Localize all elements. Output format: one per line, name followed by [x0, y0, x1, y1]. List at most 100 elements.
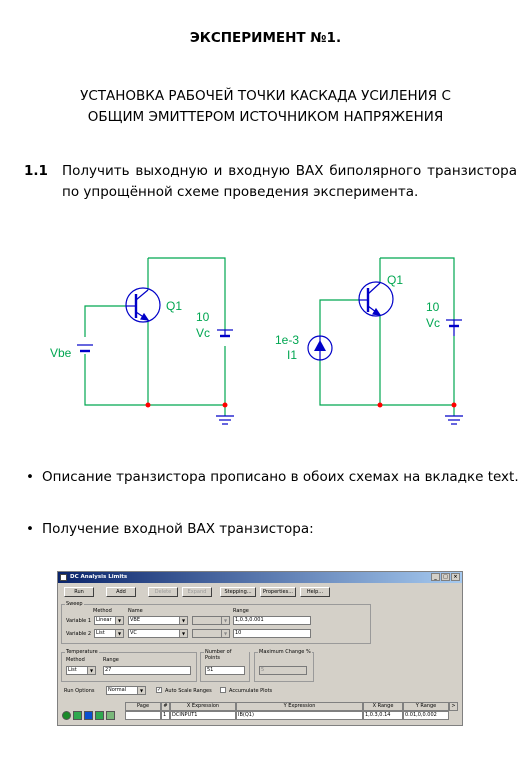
circuit-2-current-value: 1e-3	[275, 333, 299, 347]
chevron-down-icon: ▼	[179, 630, 187, 637]
auto-scale-label: Auto Scale Ranges	[165, 688, 212, 694]
temperature-range-header: Range	[103, 657, 119, 663]
circuit-1-node-2	[222, 402, 228, 408]
temperature-group: Temperature	[61, 649, 197, 682]
column-header-x-expression: X Expression	[170, 702, 236, 711]
variable-2-extra-select[interactable]: ▼	[192, 629, 230, 638]
plot-color-icon[interactable]	[73, 711, 82, 720]
number-of-points-group: Number of Points	[200, 649, 250, 682]
table-cell-number[interactable]: 1	[161, 711, 170, 720]
table-cell-x-range[interactable]: 1,0.3,0.14	[363, 711, 403, 720]
variable-1-method-select[interactable]: Linear▼	[94, 616, 124, 625]
accumulate-plots-label: Accumulate Plots	[229, 688, 273, 694]
chevron-down-icon: ▼	[115, 630, 123, 637]
maximize-button[interactable]: □	[441, 573, 450, 581]
circuit-1-vce-name: Vc	[196, 326, 210, 340]
plot-group-icon[interactable]	[95, 711, 104, 720]
circuit-1-transistor-label: Q1	[166, 299, 182, 313]
variable-2-name-select[interactable]: VC▼	[128, 629, 188, 638]
variable-2-range-field[interactable]: 10	[233, 629, 311, 638]
run-button[interactable]: Run	[64, 587, 94, 597]
subtitle-line-1: УСТАНОВКА РАБОЧЕЙ ТОЧКИ КАСКАДА УСИЛЕНИЯ…	[80, 88, 451, 104]
maximum-change-group: Maximum Change %	[254, 649, 314, 682]
circuit-1-node-1	[145, 402, 151, 408]
add-button[interactable]: Add	[106, 587, 136, 597]
circuit-1-ground-icon	[216, 415, 234, 425]
circuit-2-vce-source	[446, 319, 462, 336]
table-cell-y-range[interactable]: 0.01,0,0.002	[403, 711, 449, 720]
method-header: Method	[93, 608, 112, 614]
chevron-down-icon: ▼	[115, 617, 123, 624]
circuit-2-current-name: I1	[287, 348, 297, 362]
section-1-1: 1.1 Получить выходную и входную ВАХ бипо…	[24, 161, 517, 203]
auto-scale-checkbox[interactable]: ✓	[156, 687, 162, 693]
temperature-method-header: Method	[66, 657, 85, 663]
circuit-1-vce-value: 10	[196, 310, 210, 324]
circuit-2-vce-value: 10	[426, 300, 440, 314]
accumulate-plots-checkbox[interactable]	[220, 687, 226, 693]
circuit-2-wires	[319, 257, 455, 416]
column-header-x-range: X Range	[363, 702, 403, 711]
column-header-y-expression: Y Expression	[236, 702, 363, 711]
chevron-down-icon: ▼	[137, 687, 145, 694]
chevron-down-icon: ▼	[87, 667, 95, 674]
circuit-2-current-source	[307, 335, 333, 361]
name-header: Name	[128, 608, 143, 614]
temperature-range-field[interactable]: 27	[103, 666, 191, 675]
variable-1-label: Variable 1	[66, 618, 92, 624]
chevron-down-icon: ▼	[221, 617, 229, 624]
circuit-2-transistor-symbol	[358, 281, 394, 317]
circuit-diagrams: Q1 10 Vc Vbe	[50, 257, 463, 425]
circuit-2	[307, 257, 463, 425]
circuit-2-node-2	[451, 402, 457, 408]
maximum-change-field[interactable]: 5	[259, 666, 307, 675]
table-cell-x-expression[interactable]: DCINPUT1	[170, 711, 236, 720]
column-scroll-right-icon[interactable]: >	[449, 702, 458, 711]
circuit-1-vce-source	[217, 329, 233, 338]
column-header-number: #	[161, 702, 170, 711]
variable-2-method-select[interactable]: List▼	[94, 629, 124, 638]
properties-button[interactable]: Properties...	[260, 587, 296, 597]
stepping-button[interactable]: Stepping...	[220, 587, 256, 597]
number-of-points-field[interactable]: 51	[205, 666, 245, 675]
bullet-text-2: Получение входной ВАХ транзистора:	[42, 521, 314, 537]
bullet-item-1: • Описание транзистора прописано в обоих…	[26, 467, 521, 488]
minimize-button[interactable]: _	[431, 573, 440, 581]
column-header-y-range: Y Range	[403, 702, 449, 711]
circuit-1-vbe-name: Vbe	[50, 346, 72, 360]
page-subtitle: УСТАНОВКА РАБОЧЕЙ ТОЧКИ КАСКАДА УСИЛЕНИЯ…	[30, 86, 501, 128]
circuit-1-transistor-symbol	[125, 287, 161, 323]
plot-options-icon[interactable]	[106, 711, 115, 720]
variable-1-range-field[interactable]: 1,0.3,0.001	[233, 616, 311, 625]
circuit-2-transistor-label: Q1	[387, 273, 403, 287]
page-title: ЭКСПЕРИМЕНТ №1.	[189, 30, 342, 46]
variable-1-extra-select[interactable]: ▼	[192, 616, 230, 625]
circuit-1-vbe-source	[77, 344, 93, 353]
section-number: 1.1	[24, 163, 48, 179]
close-button[interactable]: ×	[451, 573, 460, 581]
circuit-2-ground-icon	[445, 415, 463, 425]
help-button[interactable]: Help...	[300, 587, 330, 597]
expand-button[interactable]: Expand	[182, 587, 212, 597]
plot-enabled-icon[interactable]	[62, 711, 71, 720]
chevron-down-icon: ▼	[221, 630, 229, 637]
circuit-1	[77, 257, 234, 425]
temperature-method-select[interactable]: List▼	[66, 666, 96, 675]
run-options-select[interactable]: Normal▼	[106, 686, 146, 695]
delete-button[interactable]: Delete	[148, 587, 178, 597]
chevron-down-icon: ▼	[179, 617, 187, 624]
table-cell-page[interactable]	[125, 711, 161, 720]
dialog-title: DC Analysis Limits	[70, 574, 128, 580]
bullet-text-1: Описание транзистора прописано в обоих с…	[42, 469, 519, 485]
variable-1-name-select[interactable]: VBE▼	[128, 616, 188, 625]
table-cell-y-expression[interactable]: IB(Q1)	[236, 711, 363, 720]
subtitle-line-2: ОБЩИМ ЭМИТТЕРОМ ИСТОЧНИКОМ НАПРЯЖЕНИЯ	[87, 109, 444, 125]
app-icon	[60, 574, 67, 581]
range-header: Range	[233, 608, 249, 614]
dialog-titlebar: DC Analysis Limits _ □ ×	[58, 572, 462, 583]
variable-2-label: Variable 2	[66, 631, 92, 637]
section-text: Получить выходную и входную ВАХ биполярн…	[62, 163, 517, 200]
column-header-page: Page	[125, 702, 161, 711]
line-style-icon[interactable]	[84, 711, 93, 720]
dc-analysis-limits-dialog: DC Analysis Limits _ □ × Run Add Delete …	[57, 571, 463, 726]
